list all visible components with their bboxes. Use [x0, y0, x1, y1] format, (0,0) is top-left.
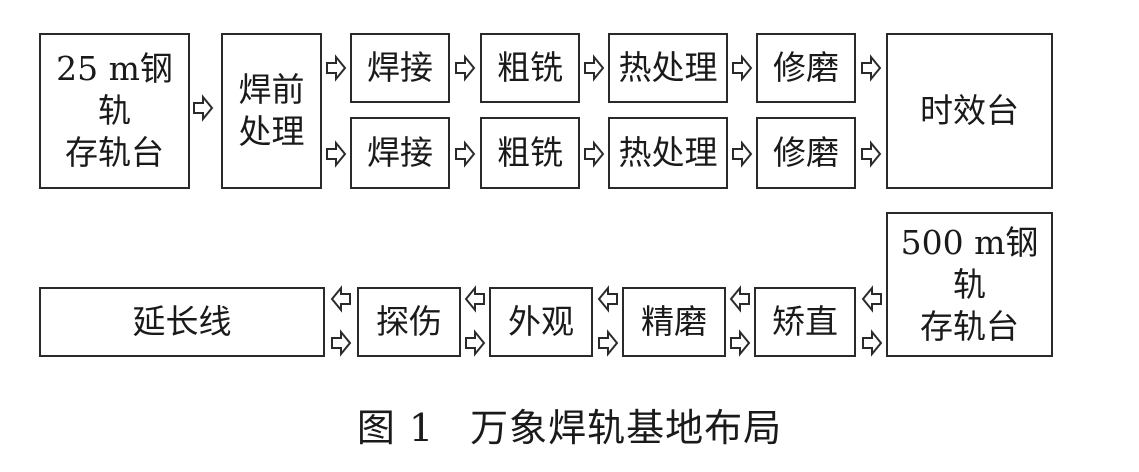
- arrow-right-icon: [732, 54, 753, 82]
- arrow-left-icon: [861, 285, 882, 313]
- arrow-right-icon: [455, 54, 476, 82]
- appearance-box: 外观: [489, 287, 593, 357]
- storage-500m-line1: 500 m钢轨: [900, 222, 1039, 304]
- figure-caption: 图 1 万象焊轨基地布局: [0, 404, 1139, 452]
- pre-weld-line2: 处理: [238, 112, 305, 151]
- arrow-right-icon: [455, 140, 476, 168]
- aging-label: 时效台: [920, 91, 1019, 130]
- heat-top-label: 热处理: [618, 48, 718, 87]
- arrow-right-icon: [331, 329, 352, 357]
- arrow-right-icon: [861, 54, 882, 82]
- flaw-detect-box: 探伤: [357, 287, 461, 357]
- grind-top-label: 修磨: [773, 48, 839, 87]
- fine-grind-label: 精磨: [641, 302, 707, 341]
- arrow-right-icon: [193, 94, 214, 122]
- arrow-right-icon: [598, 329, 619, 357]
- straighten-box: 矫直: [754, 287, 856, 357]
- weld-bottom-label: 焊接: [367, 133, 433, 172]
- mill-top-box: 粗铣: [480, 33, 580, 103]
- arrow-left-icon: [597, 285, 618, 313]
- heat-top-box: 热处理: [608, 33, 728, 103]
- pre-weld-box: 焊前处理: [221, 33, 322, 189]
- grind-bottom-label: 修磨: [773, 133, 839, 172]
- arrow-right-icon: [326, 54, 347, 82]
- straighten-label: 矫直: [772, 302, 838, 341]
- grind-bottom-box: 修磨: [756, 117, 856, 189]
- arrow-right-icon: [732, 140, 753, 168]
- weld-bottom-box: 焊接: [350, 117, 450, 189]
- mill-bottom-label: 粗铣: [497, 133, 563, 172]
- mill-bottom-box: 粗铣: [480, 117, 580, 189]
- arrow-right-icon: [862, 329, 883, 357]
- weld-top-label: 焊接: [367, 48, 433, 87]
- arrow-right-icon: [730, 329, 751, 357]
- figure-number: 图 1: [356, 406, 435, 450]
- arrow-right-icon: [584, 54, 605, 82]
- arrow-left-icon: [464, 285, 485, 313]
- grind-top-box: 修磨: [756, 33, 856, 103]
- pre-weld-line1: 焊前: [238, 70, 305, 109]
- storage-500m-line2: 存轨台: [920, 306, 1019, 346]
- storage-500m-box: 500 m钢轨存轨台: [886, 212, 1053, 357]
- storage-25m-line1: 25 m钢轨: [56, 49, 173, 130]
- extension-line-label: 延长线: [132, 302, 232, 341]
- heat-bottom-box: 热处理: [608, 117, 728, 189]
- figure-title: 万象焊轨基地布局: [470, 406, 783, 450]
- weld-top-box: 焊接: [350, 33, 450, 103]
- arrow-right-icon: [326, 140, 347, 168]
- storage-25m-line2: 存轨台: [65, 133, 164, 172]
- fine-grind-box: 精磨: [622, 287, 726, 357]
- arrow-right-icon: [465, 329, 486, 357]
- extension-line-box: 延长线: [39, 287, 325, 357]
- mill-top-label: 粗铣: [497, 48, 563, 87]
- arrow-right-icon: [861, 140, 882, 168]
- appearance-label: 外观: [508, 302, 574, 341]
- aging-box: 时效台: [886, 33, 1053, 189]
- flaw-detect-label: 探伤: [376, 302, 442, 341]
- arrow-right-icon: [584, 140, 605, 168]
- arrow-left-icon: [330, 285, 351, 313]
- storage-25m-box: 25 m钢轨存轨台: [39, 33, 190, 189]
- arrow-left-icon: [729, 285, 750, 313]
- heat-bottom-label: 热处理: [618, 133, 718, 172]
